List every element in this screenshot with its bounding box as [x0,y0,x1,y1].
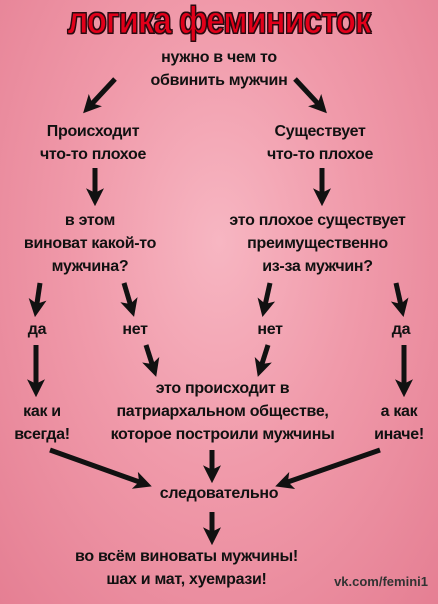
node-right-question-2: это плохое существует преимущественно из… [229,212,406,275]
arrow-left-yes [28,282,47,318]
node-left-question: Происходит что-то плохое [39,123,147,163]
arrow-start-right [293,77,327,114]
diagram-title: логика феминисток [67,0,372,43]
arrow-start-left [83,77,117,114]
node-conclusion: во всём виноваты мужчины! шах и мат, хуе… [75,548,298,588]
node-yes-right: да [391,321,411,338]
node-patriarchy: это происходит в патриархальном обществе… [110,380,335,443]
arrow-no-left-down [142,344,160,377]
arrow-as-always-therefore [49,447,152,489]
node-therefore: следовательно [159,485,279,502]
node-how-else: а как иначе! [374,403,424,443]
node-left-question-2: в этом виноват какой-то мужчина? [23,212,157,275]
arrow-left-no [120,282,138,317]
arrow-right-no [257,282,276,318]
arrow-right-yes [390,282,409,318]
node-right-question: Существует что-то плохое [266,123,374,163]
node-no-right: нет [257,321,283,338]
node-as-always: как и всегда! [14,403,70,443]
arrow-no-right-down [254,344,272,377]
credit-link[interactable]: vk.com/femini1 [334,574,428,589]
node-no-left: нет [122,321,148,338]
node-yes-left: да [27,321,47,338]
node-start: нужно в чем то обвинить мужчин [150,49,288,89]
arrow-how-else-therefore [275,447,381,489]
